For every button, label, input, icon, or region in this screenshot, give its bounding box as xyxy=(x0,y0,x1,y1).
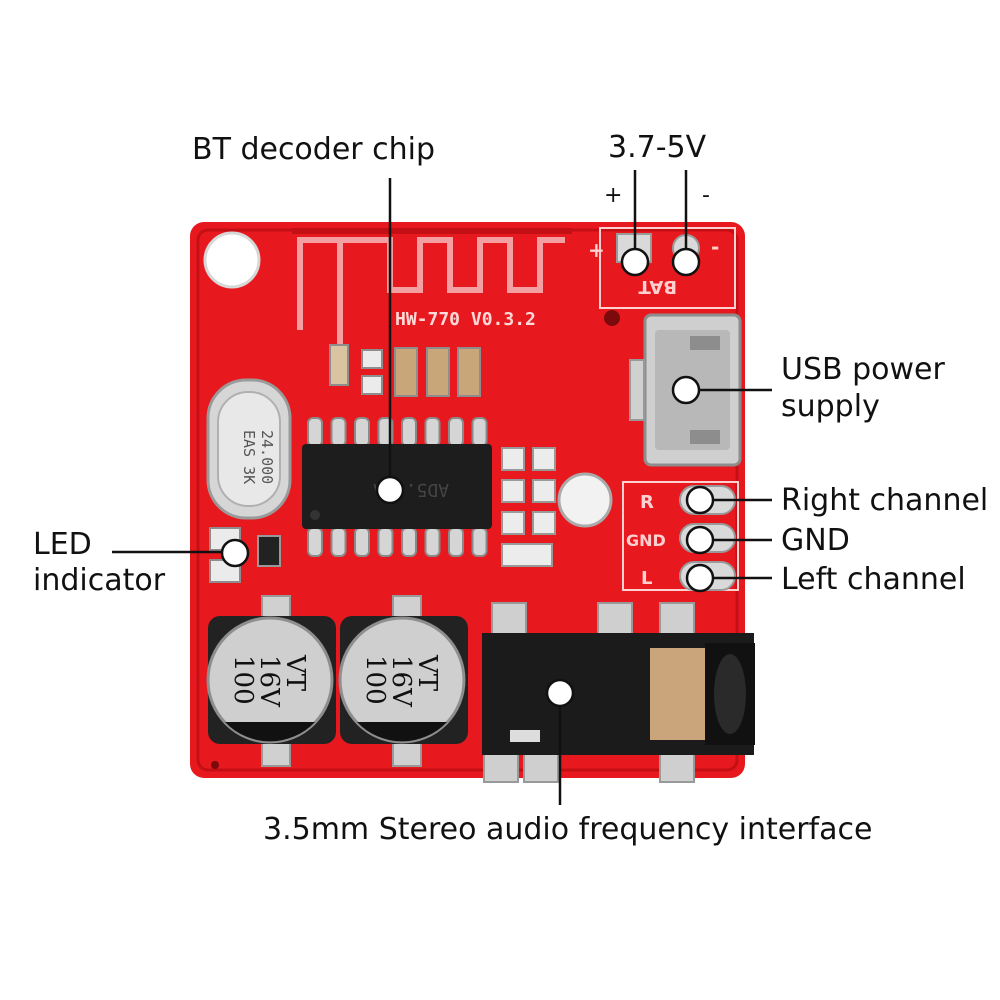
chip-pin xyxy=(448,417,464,447)
chip-pin xyxy=(401,417,417,447)
audio-jack-3-5mm xyxy=(482,602,755,783)
leader-lines xyxy=(112,170,772,805)
svg-text:100: 100 xyxy=(228,655,258,705)
chip-pin xyxy=(424,527,441,557)
board-model-text: HW-770 V0.3.2 xyxy=(395,309,536,330)
svg-text:24.000: 24.000 xyxy=(258,430,276,484)
svg-text:L: L xyxy=(641,568,652,589)
label-right-channel: Right channel xyxy=(781,483,989,518)
svg-text:BAT: BAT xyxy=(638,276,677,297)
mounting-hole xyxy=(203,231,261,289)
svg-text:EAS 3K: EAS 3K xyxy=(240,430,258,484)
chip-pin xyxy=(377,527,394,557)
label-usb-power-line1: USB power xyxy=(781,352,945,387)
label-led-line2: indicator xyxy=(33,563,166,598)
label-left-channel: Left channel xyxy=(781,562,966,597)
chip-pin xyxy=(307,417,323,447)
chip-pin xyxy=(354,527,370,557)
electrolytic-capacitor-left: 100 16V VT xyxy=(206,595,336,767)
svg-text:16V: 16V xyxy=(386,655,416,708)
svg-text:+: + xyxy=(588,238,605,262)
svg-text:100: 100 xyxy=(360,655,390,705)
audio-output-pins: R GND L xyxy=(622,481,739,591)
chip-pin xyxy=(307,527,323,557)
label-plus: + xyxy=(604,183,623,208)
chip-pin xyxy=(330,527,347,557)
pad-grid xyxy=(501,447,556,567)
chip-pin xyxy=(330,417,347,447)
svg-text:VT: VT xyxy=(412,654,442,692)
label-audio-jack: 3.5mm Stereo audio frequency interface xyxy=(263,812,873,847)
svg-text:R: R xyxy=(640,492,654,513)
label-bt-decoder-chip: BT decoder chip xyxy=(192,132,436,167)
marker-dots xyxy=(220,247,715,708)
chip-pin xyxy=(401,527,417,557)
chip-pin xyxy=(471,417,488,447)
chip-pin xyxy=(448,527,464,557)
crystal-oscillator: 24.000 EAS 3K xyxy=(206,378,292,520)
svg-text:-: - xyxy=(711,235,719,259)
svg-text:16V: 16V xyxy=(254,655,284,708)
label-minus: - xyxy=(702,183,710,208)
chip-pin xyxy=(424,417,441,447)
label-usb-power-line2: supply xyxy=(781,389,880,424)
svg-text:VT: VT xyxy=(280,654,310,692)
label-led-line1: LED xyxy=(33,527,92,562)
chip-pin xyxy=(471,527,488,557)
chip-pin xyxy=(354,417,370,447)
smd-components xyxy=(209,344,481,583)
label-gnd: GND xyxy=(781,523,850,558)
electrolytic-capacitor-right: 100 16V VT xyxy=(338,595,468,767)
label-voltage: 3.7-5V xyxy=(608,130,707,165)
status-led xyxy=(557,472,613,528)
svg-text:GND: GND xyxy=(626,531,666,550)
